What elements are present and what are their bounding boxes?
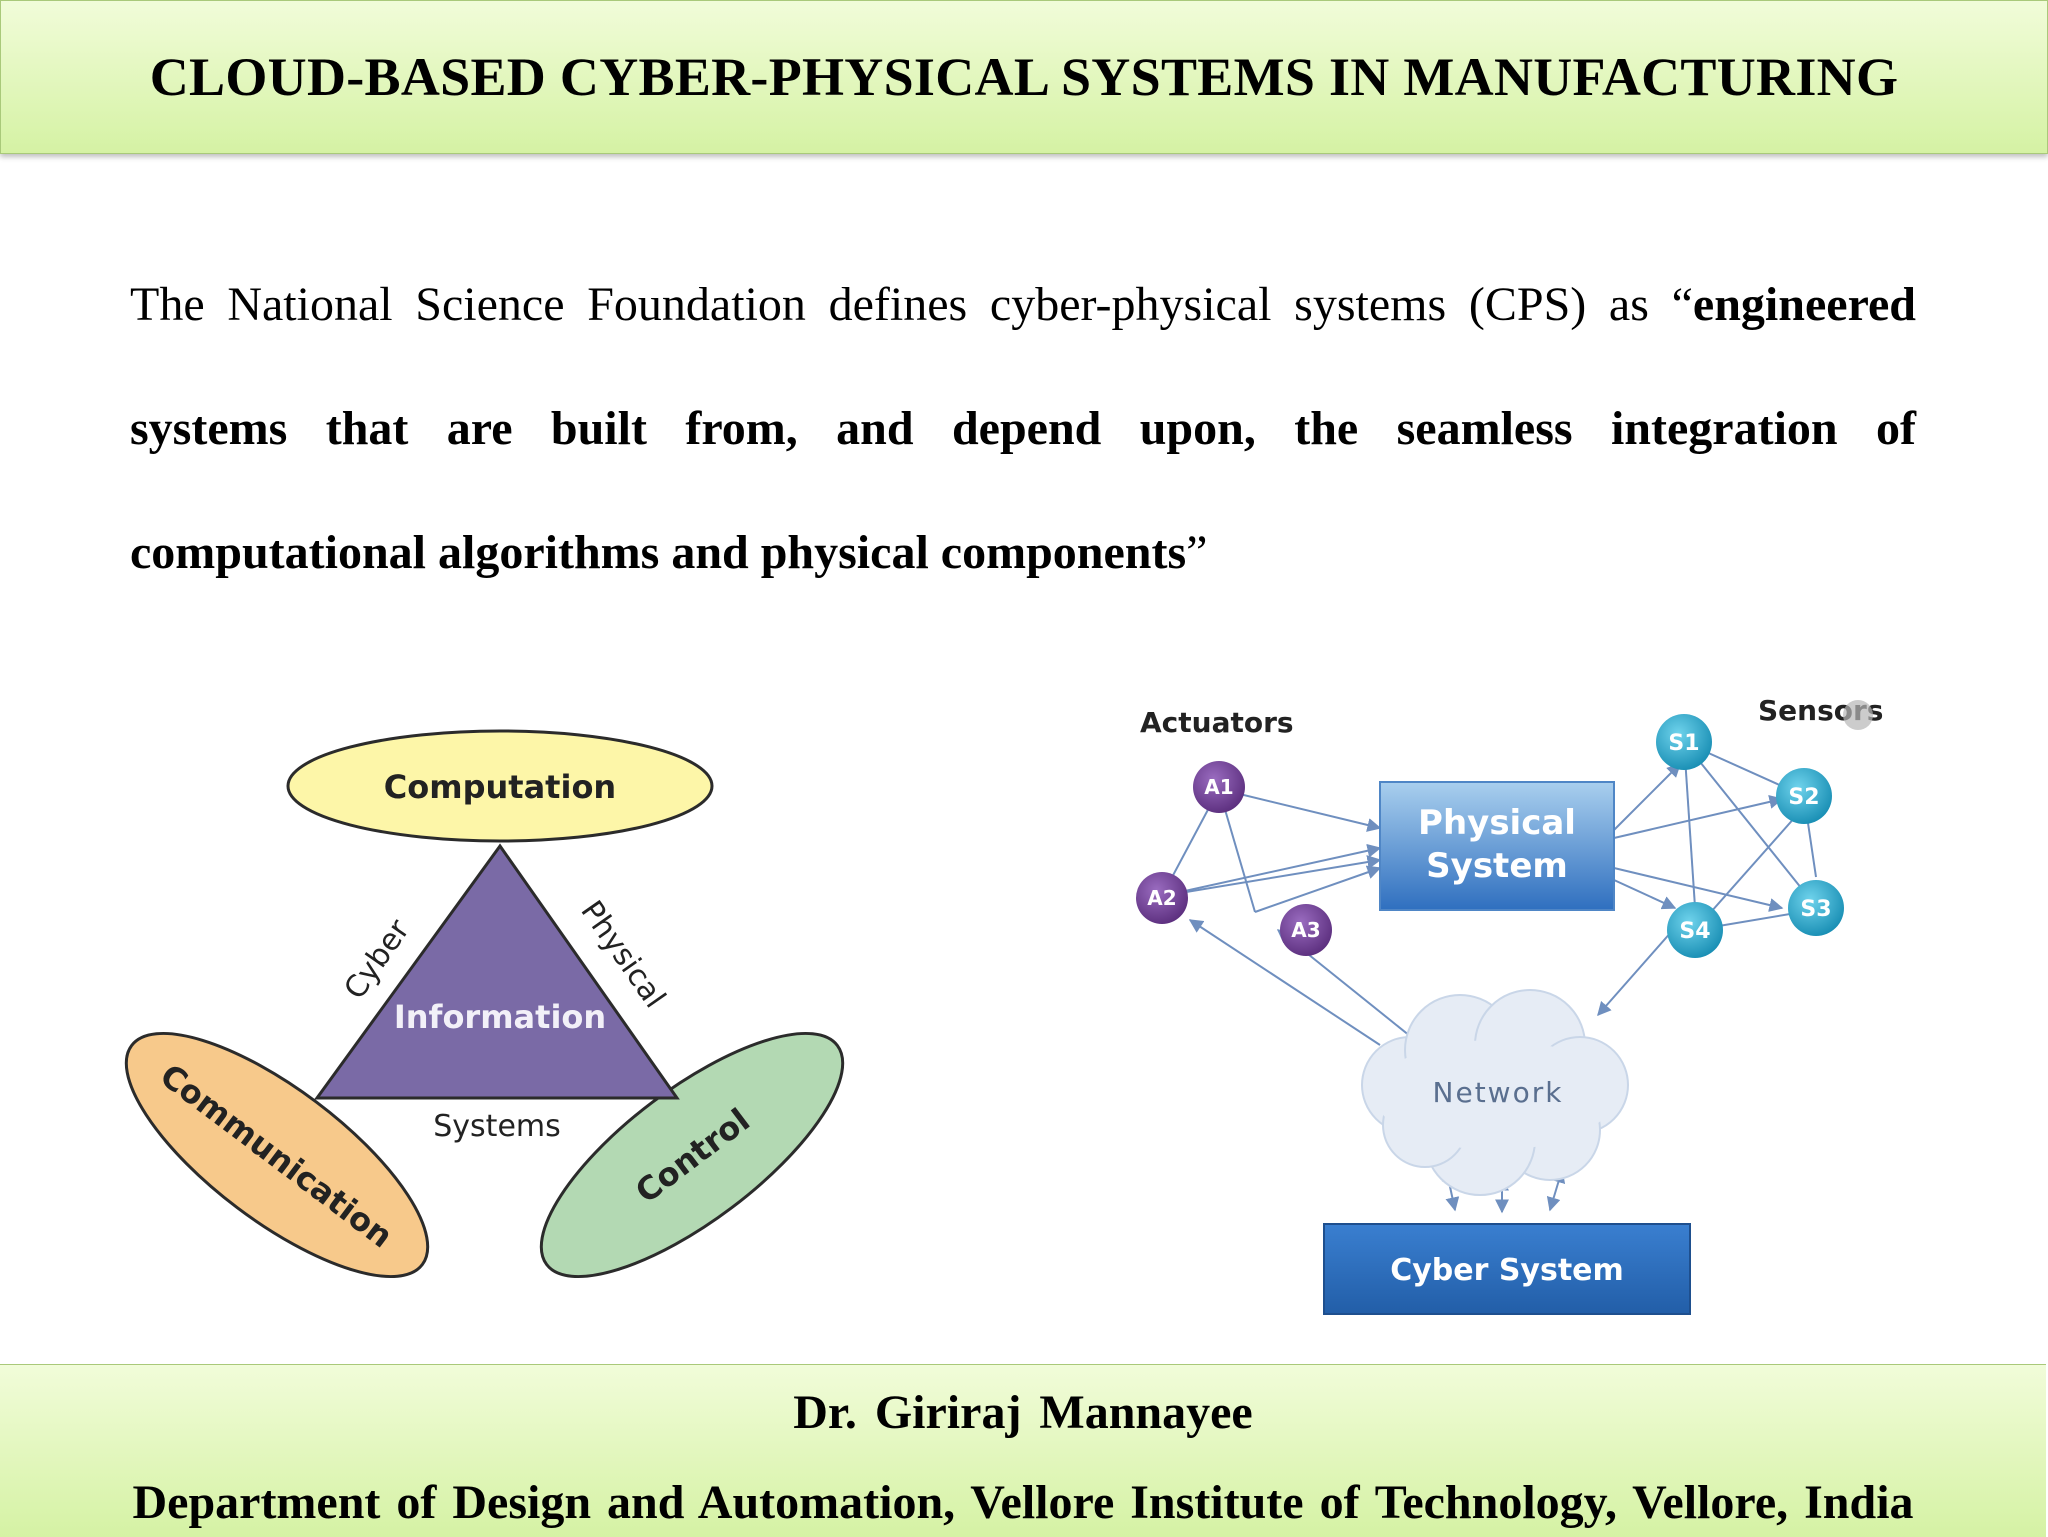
sensor-s3-label: S3 xyxy=(1800,897,1831,922)
physical-system-line1: Physical xyxy=(1418,803,1576,843)
actuator-a1: A1 xyxy=(1193,761,1245,813)
slide-title: CLOUD-BASED CYBER-PHYSICAL SYSTEMS IN MA… xyxy=(149,47,1899,107)
network-cloud xyxy=(1361,989,1629,1196)
cps-triangle-diagram: Computation Information Systems Cyber Ph… xyxy=(95,720,900,1300)
author-name: Dr. Giriraj Mannayee xyxy=(793,1386,1253,1439)
actuator-a3-label: A3 xyxy=(1291,918,1320,942)
communication-ellipse xyxy=(124,1031,430,1279)
sensor-s4: S4 xyxy=(1667,902,1723,958)
cps-network-diagram: Actuators Sensors Physical System A1 A2 … xyxy=(1110,690,1910,1340)
information-label: Information xyxy=(394,998,606,1036)
physical-system-line2: System xyxy=(1426,846,1568,886)
systems-label: Systems xyxy=(433,1109,561,1144)
actuator-a1-label: A1 xyxy=(1204,775,1233,799)
quote-close: ” xyxy=(1186,526,1208,579)
computation-label: Computation xyxy=(384,768,616,806)
sensor-s2-label: S2 xyxy=(1788,785,1819,810)
sensor-s4-label: S4 xyxy=(1679,919,1710,944)
actuator-a2-label: A2 xyxy=(1147,886,1176,910)
sensor-s3: S3 xyxy=(1788,880,1844,936)
actuator-a2: A2 xyxy=(1136,872,1188,924)
cps-network-svg: Actuators Sensors Physical System A1 A2 … xyxy=(1136,694,1883,1315)
definition-quote: engineered systems that are built from, … xyxy=(130,278,1916,579)
cyber-system-box xyxy=(1323,1223,1691,1315)
sensor-s1-label: S1 xyxy=(1668,731,1699,756)
cps-triangle-svg: Computation Information Systems Cyber Ph… xyxy=(124,729,845,1279)
carousel-arrow-icon[interactable] xyxy=(1843,700,1873,730)
footer-bar: Dr. Giriraj Mannayee Department of Desig… xyxy=(0,1364,2046,1537)
definition-paragraph: The National Science Foundation defines … xyxy=(130,243,1916,615)
cyber-system-label: Cyber System xyxy=(1390,1253,1624,1288)
computation-ellipse xyxy=(286,729,714,843)
physical-system-box xyxy=(1379,781,1615,911)
sensor-s2: S2 xyxy=(1776,768,1832,824)
title-bar: CLOUD-BASED CYBER-PHYSICAL SYSTEMS IN MA… xyxy=(0,0,2048,154)
actuator-a3: A3 xyxy=(1280,904,1332,956)
network-label: Network xyxy=(1433,1076,1564,1109)
sensor-s1: S1 xyxy=(1656,714,1712,770)
information-triangle xyxy=(314,843,680,1100)
quote-open: “ xyxy=(1671,278,1693,331)
actuators-label: Actuators xyxy=(1140,706,1294,739)
definition-intro: The National Science Foundation defines … xyxy=(130,278,1672,331)
control-ellipse xyxy=(539,1031,845,1279)
department-affiliation: Department of Design and Automation, Vel… xyxy=(132,1476,1914,1529)
